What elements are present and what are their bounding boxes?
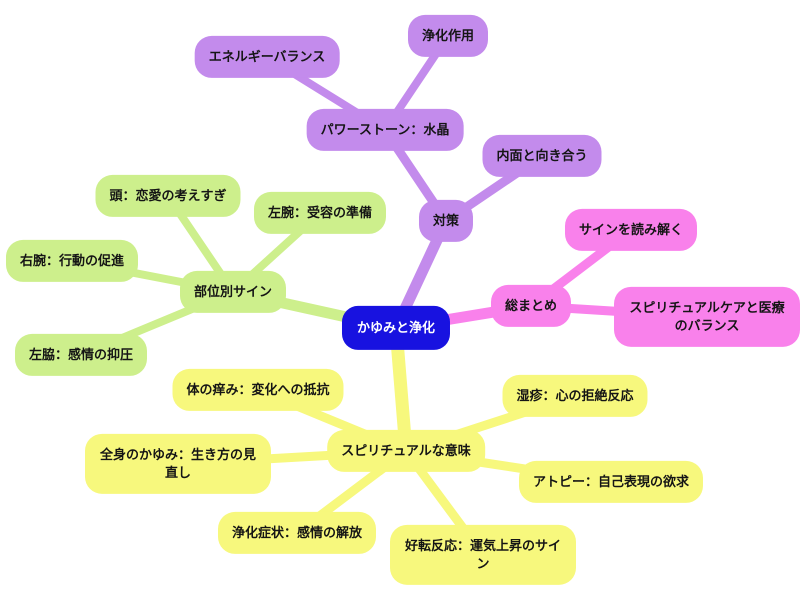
node-hidari-waki[interactable]: 左脇：感情の抑圧 (14, 333, 148, 377)
node-root[interactable]: かゆみと浄化 (341, 305, 451, 351)
node-taisaku[interactable]: 対策 (418, 199, 474, 243)
node-naimen[interactable]: 内面と向き合う (482, 134, 602, 178)
node-spiritual-care[interactable]: スピリチュアルケアと医療のバランス (614, 286, 800, 348)
node-atopy[interactable]: アトピー：自己表現の欲求 (518, 460, 704, 504)
node-migi-ude[interactable]: 右腕：行動の促進 (5, 239, 139, 283)
node-energy-balance[interactable]: エネルギーバランス (194, 35, 340, 79)
node-sign-yomitoku[interactable]: サインを読み解く (564, 208, 698, 252)
node-atama[interactable]: 頭：恋愛の考えすぎ (95, 174, 241, 218)
node-jouka-shoujou[interactable]: 浄化症状：感情の解放 (217, 511, 377, 555)
node-jouka-sayou[interactable]: 浄化作用 (407, 14, 489, 58)
node-powerstone[interactable]: パワーストーン：水晶 (306, 108, 464, 152)
node-spiritual-imi[interactable]: スピリチュアルな意味 (327, 429, 485, 473)
node-shisshin[interactable]: 湿疹：心の拒絶反応 (502, 374, 648, 418)
node-zenshin-kayumi[interactable]: 全身のかゆみ：生き方の見直し (85, 433, 271, 495)
node-matome[interactable]: 総まとめ (490, 284, 572, 328)
node-hidari-ude[interactable]: 左腕：受容の準備 (253, 191, 387, 235)
node-buibetsu-sign[interactable]: 部位別サイン (179, 270, 287, 314)
node-kouten-hannou[interactable]: 好転反応：運気上昇のサイン (390, 524, 576, 586)
node-karada-kayumi[interactable]: 体の痒み：変化への抵抗 (172, 368, 344, 412)
